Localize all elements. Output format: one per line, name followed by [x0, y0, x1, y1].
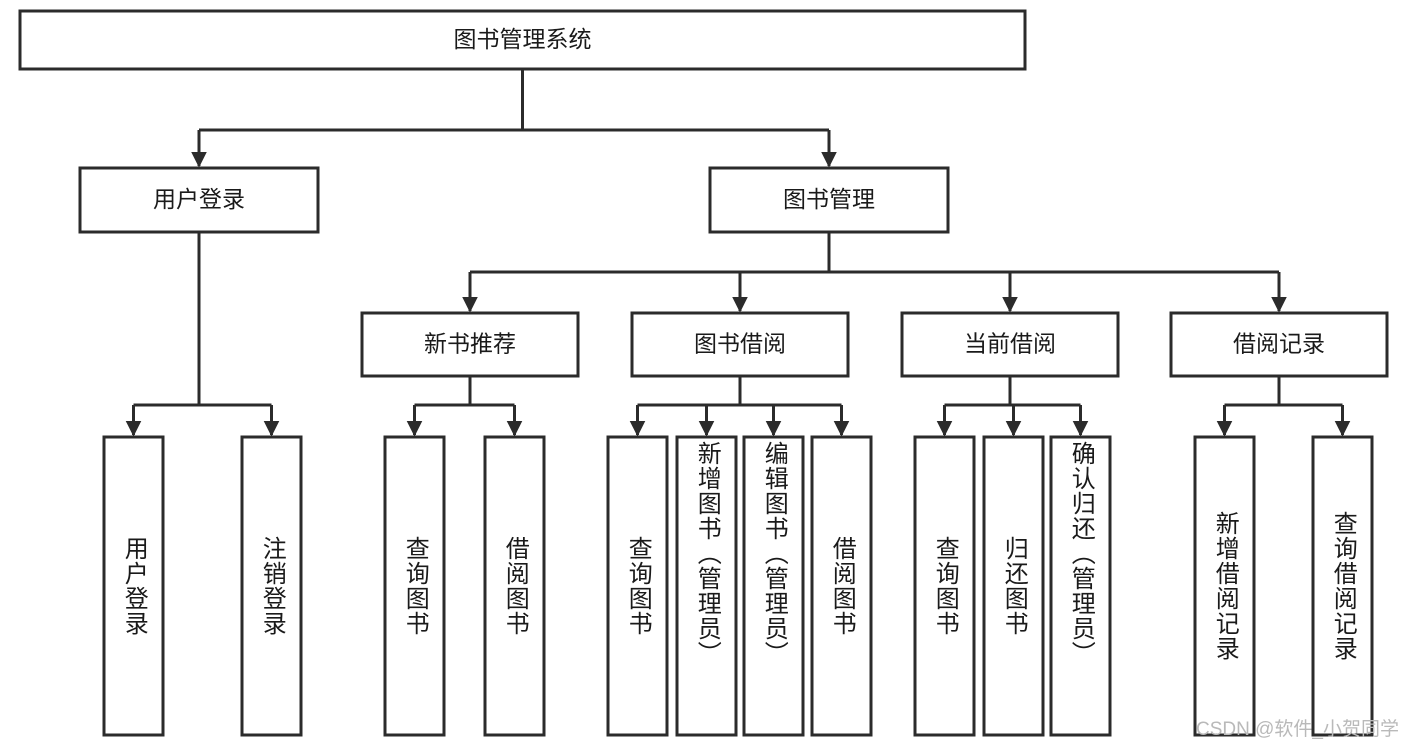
node-label: 图书借阅: [694, 331, 786, 357]
node-借阅记录[interactable]: [1169, 311, 1389, 378]
node-注销登录[interactable]: [240, 435, 303, 737]
node-确认归还管理员[interactable]: [1049, 435, 1112, 737]
node-图书管理系统[interactable]: [18, 9, 1027, 71]
node-查询借阅记录[interactable]: [1311, 435, 1374, 737]
node-借阅图书[interactable]: [483, 435, 546, 737]
node-用户登录[interactable]: [102, 435, 165, 737]
node-编辑图书管理员[interactable]: [742, 435, 805, 737]
node-查询图书[interactable]: [913, 435, 976, 737]
node-label: 用户登录: [153, 186, 245, 212]
node-当前借阅[interactable]: [900, 311, 1120, 378]
page-title: 图书管理系统: [454, 26, 592, 52]
node-查询图书[interactable]: [606, 435, 669, 737]
node-新书推荐[interactable]: [360, 311, 580, 378]
node-label: 图书管理: [783, 186, 875, 212]
node-借阅图书[interactable]: [810, 435, 873, 737]
node-用户登录[interactable]: [78, 166, 320, 234]
watermark: CSDN @软件_小贺同学: [1196, 719, 1399, 740]
node-归还图书[interactable]: [982, 435, 1045, 737]
node-查询图书[interactable]: [383, 435, 446, 737]
node-新增图书管理员[interactable]: [675, 435, 738, 737]
node-图书借阅[interactable]: [630, 311, 850, 378]
node-label: 借阅记录: [1233, 331, 1325, 357]
node-图书管理[interactable]: [708, 166, 950, 234]
boxes-layer: [18, 9, 1389, 737]
node-新增借阅记录[interactable]: [1193, 435, 1256, 737]
node-label: 当前借阅: [964, 331, 1056, 357]
edges-layer: [125, 69, 1351, 437]
node-label: 新书推荐: [424, 331, 516, 357]
